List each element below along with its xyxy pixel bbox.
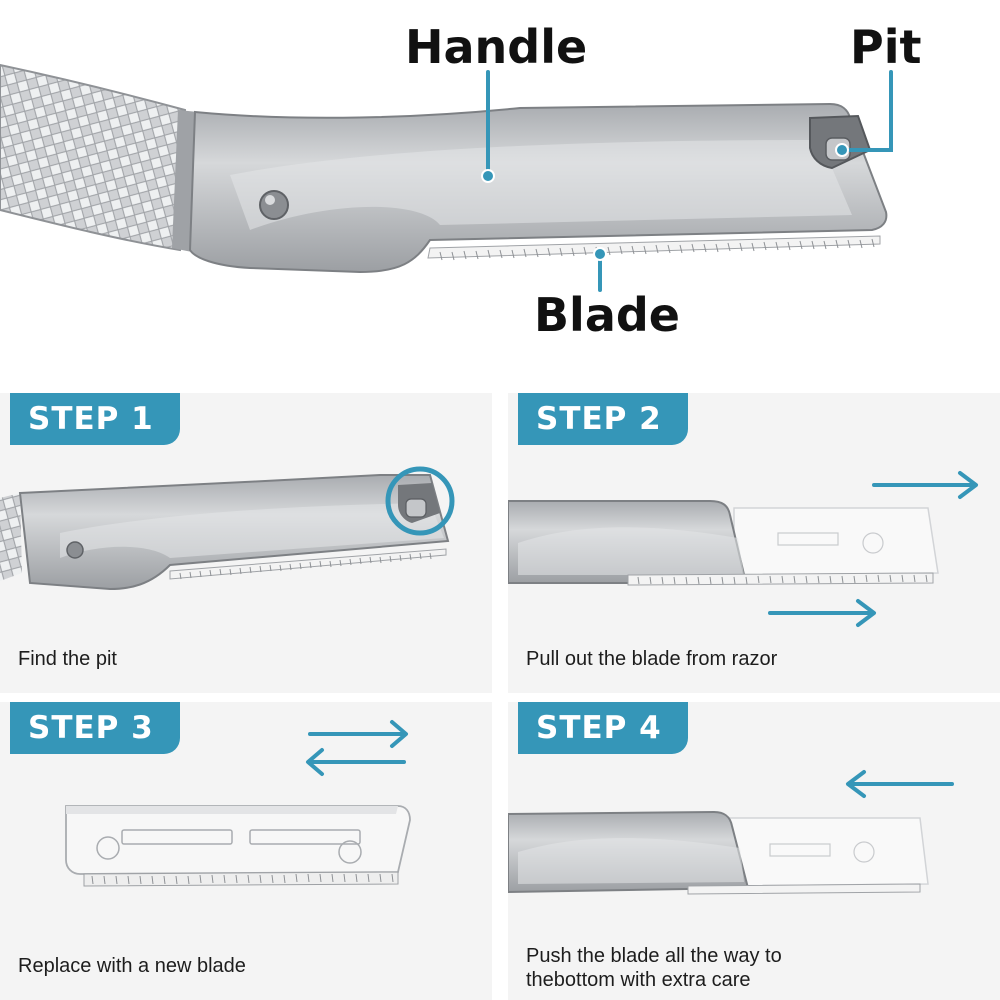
blade-outline — [733, 507, 939, 576]
step-2-panel: STEP 2 Pull out the blade from razor — [508, 393, 1000, 693]
pit-leader — [842, 70, 893, 152]
step-1-badge: STEP 1 — [10, 393, 180, 445]
step-3-caption: Replace with a new blade — [18, 955, 246, 977]
step-2-badge: STEP 2 — [518, 393, 688, 445]
step-3-panel: STEP 3 Replace with a new blade — [0, 702, 492, 1000]
knurled-grip — [0, 63, 187, 252]
step-2-caption: Pull out the blade from razor — [526, 648, 778, 670]
blade-label: Blade — [534, 288, 680, 342]
handle-label: Handle — [405, 20, 588, 74]
highlight-circle-icon — [385, 466, 455, 536]
rivet — [259, 190, 289, 220]
step-3-illustration — [65, 720, 411, 887]
step-4-panel: STEP 4 Push the blade all the way to the… — [508, 702, 1000, 1000]
swap-arrows-icon — [306, 720, 408, 776]
step-1-illustration — [0, 466, 455, 591]
arrow-right-icon — [872, 471, 978, 499]
razor-illustration — [0, 63, 893, 292]
step-1-caption: Find the pit — [18, 648, 117, 670]
pit-label: Pit — [850, 20, 922, 74]
new-blade — [65, 805, 411, 875]
step-3-badge: STEP 3 — [10, 702, 180, 754]
arrow-left-icon — [846, 770, 954, 798]
step-4-caption: Push the blade all the way to thebottom … — [526, 945, 782, 991]
step-2-illustration — [508, 471, 978, 627]
arrow-right-icon — [768, 599, 876, 627]
blade-teeth — [427, 235, 881, 259]
step-1-panel: STEP 1 Find the pit — [0, 393, 492, 693]
step-4-illustration — [508, 770, 954, 895]
blade-outline — [729, 817, 929, 887]
step-4-badge: STEP 4 — [518, 702, 688, 754]
